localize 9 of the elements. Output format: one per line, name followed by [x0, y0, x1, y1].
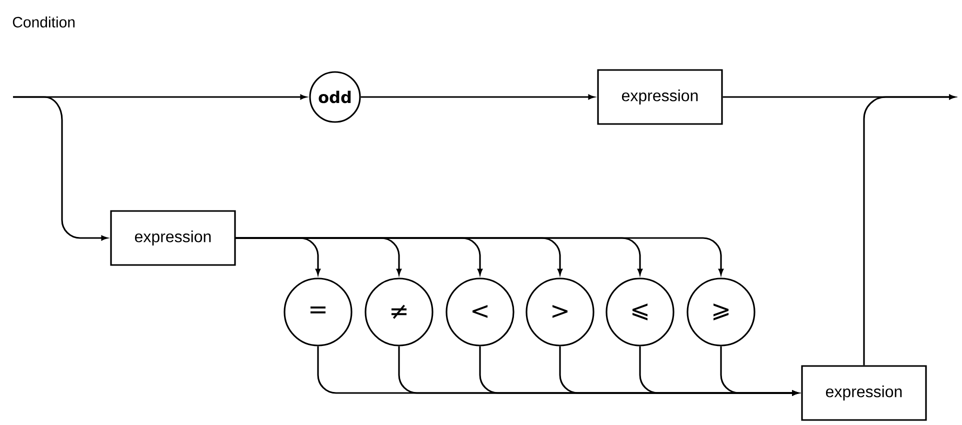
arrow: [236, 237, 724, 275]
nonterminal-box: expression: [110, 210, 236, 266]
title: Condition: [12, 16, 75, 28]
nonterminal-box: expression: [801, 365, 927, 421]
nonterminal-box: expression: [597, 69, 723, 125]
arrow: [13, 96, 108, 240]
arrow: [360, 94, 594, 100]
arrow: [863, 94, 956, 366]
arrow: [720, 346, 798, 396]
